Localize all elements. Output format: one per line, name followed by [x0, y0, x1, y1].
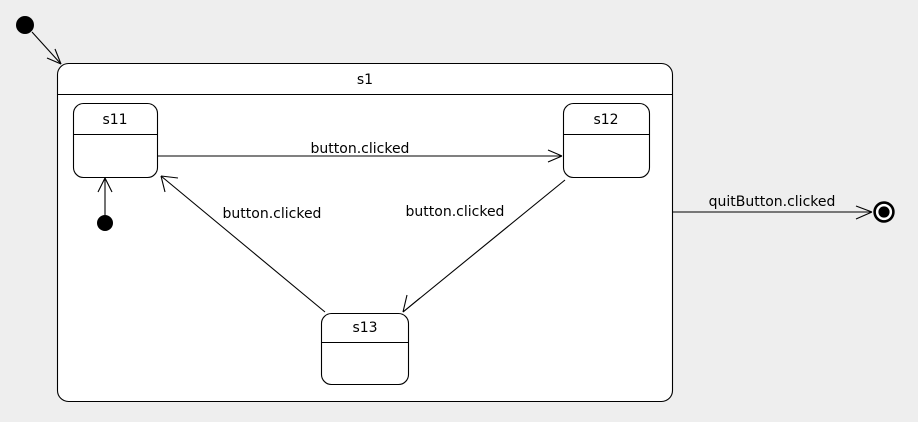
state-s1-body[interactable] [56, 62, 674, 403]
final-state-node[interactable] [873, 201, 895, 223]
transition-s11-to-s12[interactable] [158, 149, 563, 163]
initial-state-node[interactable] [16, 16, 34, 34]
state-s12-label: s12 [593, 112, 618, 128]
transition-label-s1-to-final: quitButton.clicked [709, 194, 836, 210]
transition-inner-initial-to-s11[interactable] [97, 177, 113, 215]
initial-state-s1-node[interactable] [97, 215, 113, 231]
state-s13[interactable] [320, 312, 410, 386]
state-s12[interactable] [562, 102, 651, 179]
transition-s12-to-s13[interactable] [402, 179, 566, 313]
transition-label-s13-to-s11: button.clicked [223, 206, 322, 222]
state-s11-body[interactable] [72, 102, 159, 179]
state-s13-label: s13 [352, 320, 377, 336]
state-s11[interactable] [72, 102, 159, 179]
state-s13-body[interactable] [320, 312, 410, 386]
state-s11-label: s11 [102, 112, 127, 128]
state-s1[interactable] [56, 62, 674, 403]
state-s1-label: s1 [357, 72, 373, 88]
transition-label-s12-to-s13: button.clicked [406, 204, 505, 220]
transition-initial-to-s1[interactable] [31, 31, 62, 65]
state-s12-body[interactable] [562, 102, 651, 179]
transition-label-s11-to-s12: button.clicked [311, 141, 410, 157]
transition-s1-to-final[interactable] [673, 205, 873, 220]
transition-s13-to-s11[interactable] [160, 175, 326, 313]
